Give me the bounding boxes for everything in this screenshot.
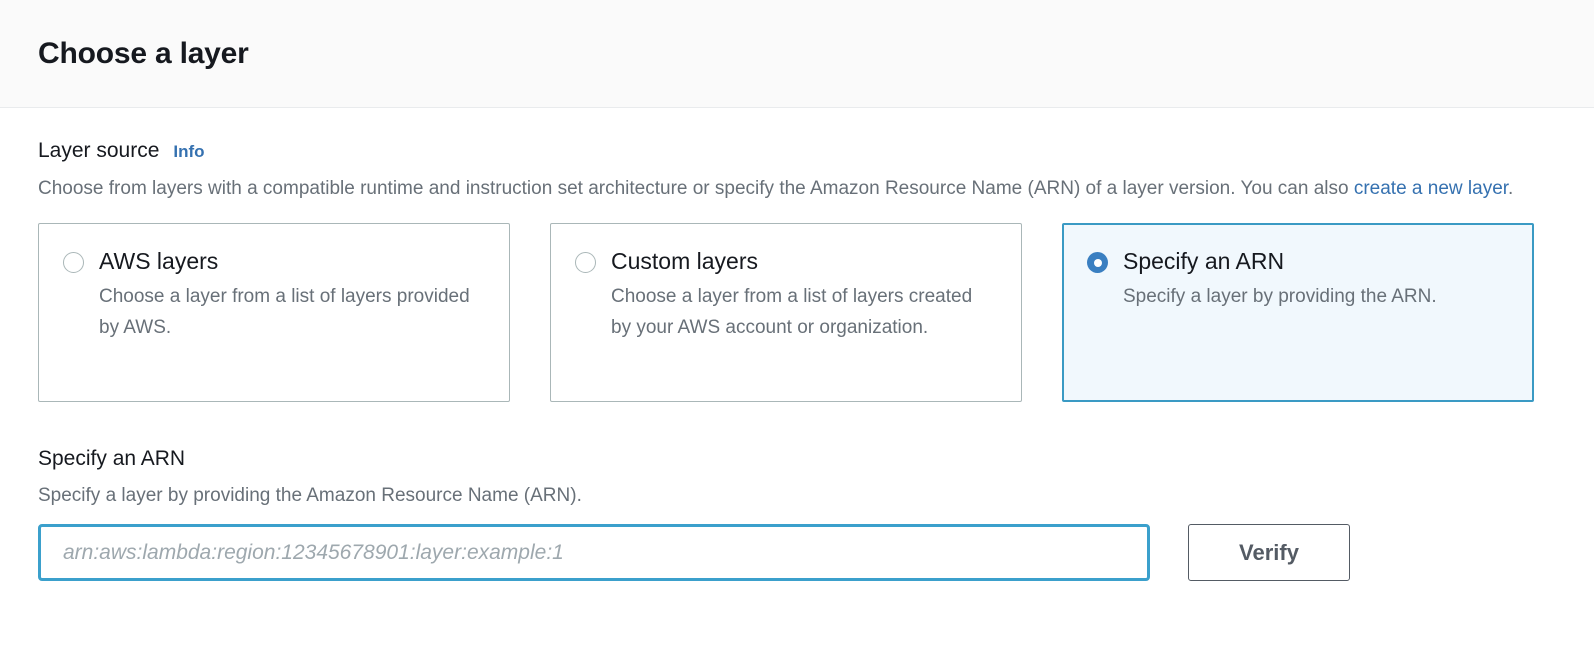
- arn-input-row: Verify: [38, 524, 1556, 582]
- create-new-layer-link[interactable]: create a new layer: [1353, 178, 1509, 200]
- radio-tile-custom-layers-head: Custom layers: [575, 246, 997, 276]
- radio-tile-specify-arn-label: Specify an ARN: [1123, 248, 1285, 275]
- layer-source-label-row: Layer source Info: [38, 138, 1556, 163]
- radio-tile-custom-layers-description: Choose a layer from a list of layers cre…: [611, 286, 973, 339]
- specify-arn-description: Specify a layer by providing the Amazon …: [38, 485, 582, 507]
- layer-source-options: AWS layers Choose a layer from a list of…: [38, 223, 1556, 403]
- verify-button[interactable]: Verify: [1188, 524, 1350, 582]
- dialog-body: Layer source Info Choose from layers wit…: [0, 108, 1594, 582]
- page-title: Choose a layer: [38, 36, 249, 70]
- radio-tile-aws-layers-label: AWS layers: [99, 248, 219, 275]
- radio-icon-aws-layers[interactable]: [63, 252, 84, 274]
- layer-source-description: Choose from layers with a compatible run…: [38, 173, 1518, 204]
- radio-icon-custom-layers[interactable]: [575, 252, 596, 274]
- radio-tile-specify-arn-head: Specify an ARN: [1087, 246, 1509, 276]
- arn-input[interactable]: [38, 524, 1150, 582]
- radio-icon-specify-arn[interactable]: [1087, 252, 1108, 274]
- radio-tile-custom-layers-label: Custom layers: [611, 248, 758, 275]
- dialog-header: Choose a layer: [0, 0, 1594, 108]
- layer-source-label: Layer source: [38, 139, 160, 162]
- radio-tile-custom-layers[interactable]: Custom layers Choose a layer from a list…: [550, 223, 1022, 403]
- layer-source-description-suffix: .: [1508, 178, 1514, 200]
- radio-tile-aws-layers-head: AWS layers: [63, 246, 485, 276]
- specify-arn-section: Specify an ARN Specify a layer by provid…: [38, 446, 1556, 582]
- radio-tile-aws-layers-description: Choose a layer from a list of layers pro…: [99, 286, 470, 339]
- layer-source-description-text: Choose from layers with a compatible run…: [38, 178, 1354, 200]
- specify-arn-title: Specify an ARN: [38, 447, 186, 471]
- radio-tile-aws-layers[interactable]: AWS layers Choose a layer from a list of…: [38, 223, 510, 403]
- radio-tile-specify-arn-description: Specify a layer by providing the ARN.: [1123, 286, 1437, 308]
- info-link[interactable]: Info: [173, 142, 205, 161]
- radio-tile-specify-arn[interactable]: Specify an ARN Specify a layer by provid…: [1062, 223, 1534, 403]
